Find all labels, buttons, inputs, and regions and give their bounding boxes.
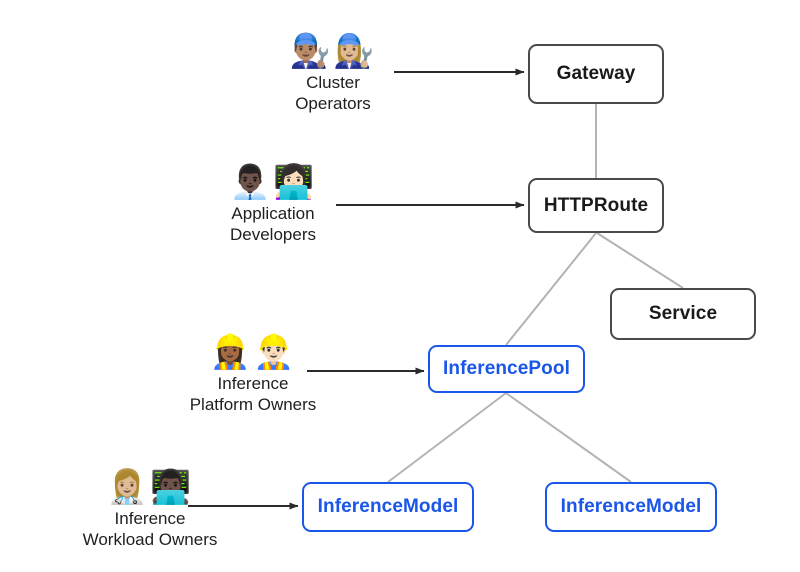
node-label: Service <box>648 303 718 324</box>
node-label: HTTPRoute <box>543 194 649 216</box>
link-httproute-inferencepool <box>505 232 597 346</box>
persona-label-line2: Workload Owners <box>82 530 218 549</box>
persona-label-line2: Operators <box>295 94 371 113</box>
workload-owner-pair-emoji: 👩🏼‍⚕️👨🏿‍💻 <box>106 468 194 505</box>
node-gateway[interactable]: Gateway <box>528 44 664 104</box>
link-httproute-service <box>596 232 684 289</box>
node-label: InferenceModel <box>560 496 702 517</box>
node-inferencemodel-left[interactable]: InferenceModel <box>302 482 474 532</box>
node-label: InferencePool <box>443 358 570 379</box>
persona-arrows <box>188 68 525 510</box>
node-service[interactable]: Service <box>610 288 756 340</box>
persona-label-line1: Cluster <box>306 73 360 92</box>
persona-label-line1: Inference <box>114 509 186 528</box>
link-inferencepool-inferencemodel-left <box>387 392 507 483</box>
node-label: InferenceModel <box>317 496 459 517</box>
construction-worker-pair-emoji: 👷🏾‍♀️👷🏻‍♂️ <box>209 333 297 370</box>
persona-label-line1: Application <box>231 204 315 223</box>
node-inferencepool[interactable]: InferencePool <box>428 345 585 393</box>
node-httproute[interactable]: HTTPRoute <box>528 178 664 233</box>
persona-label-line2: Platform Owners <box>189 395 317 414</box>
persona-label-line2: Developers <box>230 225 316 244</box>
link-inferencepool-inferencemodel-right <box>505 392 632 483</box>
developer-pair-emoji: 👨🏿‍💼👩🏻‍💻 <box>229 163 317 200</box>
persona-label-line1: Inference <box>217 374 289 393</box>
node-inferencemodel-right[interactable]: InferenceModel <box>545 482 717 532</box>
mechanic-pair-emoji: 👨🏽‍🔧👩🏼‍🔧 <box>289 32 377 69</box>
resource-links <box>387 104 684 483</box>
node-label: Gateway <box>556 63 636 84</box>
